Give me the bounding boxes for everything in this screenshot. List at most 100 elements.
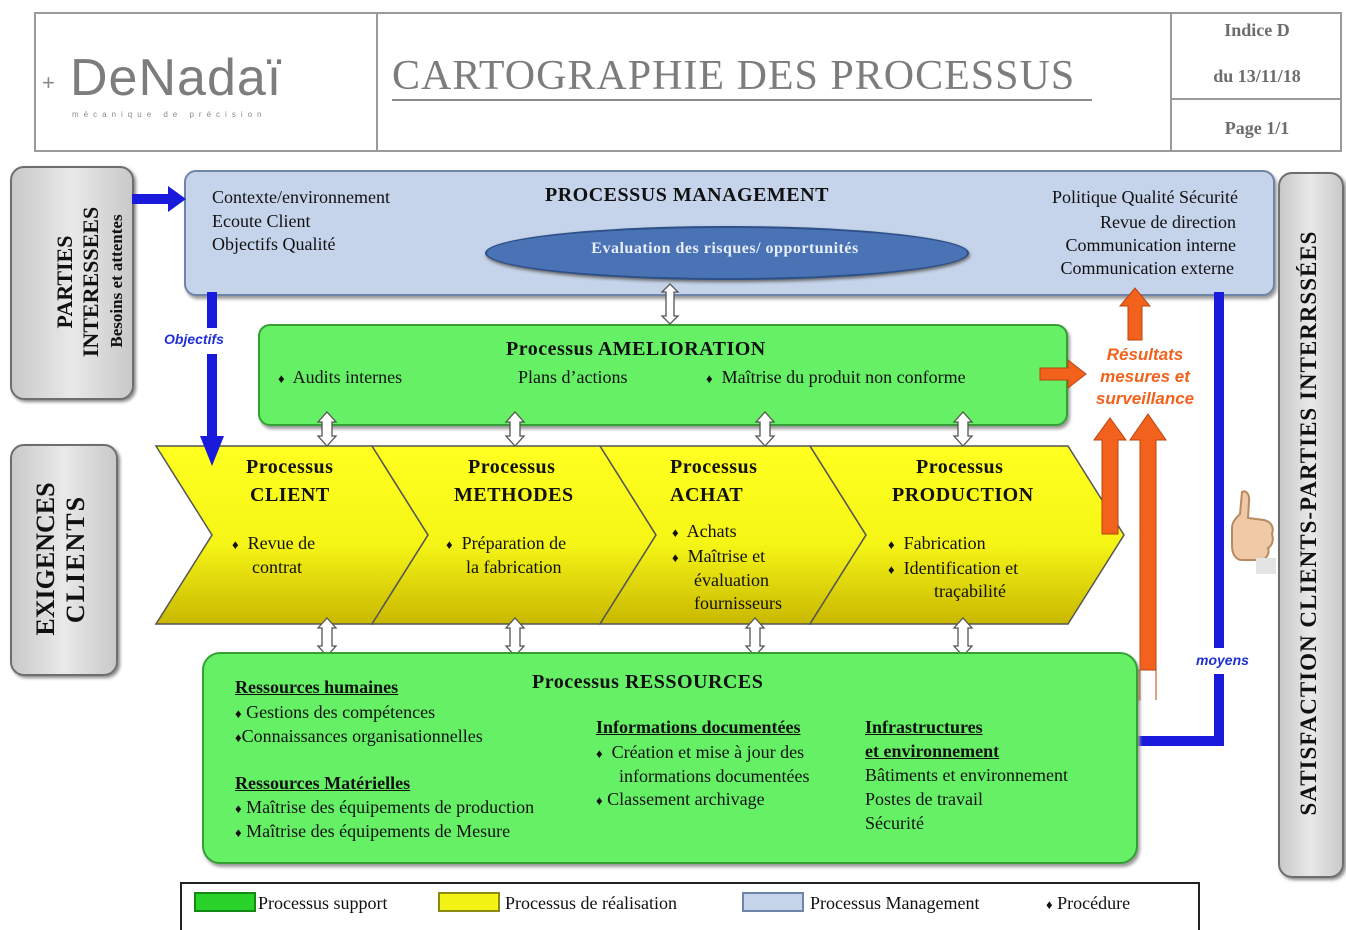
methodes-item-1: ♦ Préparation de [446,532,566,556]
amelioration-process-box [258,324,1068,426]
amelioration-item-2: Plans d’actions [518,367,628,387]
infra-title-1: Infrastructures [865,717,983,737]
mgmt-right-item-4: Communication externe [1060,258,1234,278]
methodes-item-2: la fabrication [466,557,562,577]
document-date: du 13/11/18 [1213,66,1301,86]
methodes-title-2: METHODES [454,484,574,506]
legend-swatch-realisation [438,892,500,912]
achat-item-2: ♦ Maîtrise et [672,545,765,569]
resultats-line-3: surveillance [1095,389,1195,408]
methodes-item-1-text: Préparation de [461,533,567,553]
achat-item-4: fournisseurs [694,593,782,613]
satisfaction-box [1278,172,1344,878]
bullet-icon: ♦ [278,371,285,386]
ressources-process-box [202,652,1138,864]
methodes-title-1: Processus [468,456,556,478]
client-item-1: ♦ Revue de [232,532,315,556]
bullet-icon: ♦ [235,801,242,816]
legend-management-label: Processus Management [810,893,980,913]
achat-item-1: ♦ Achats [672,520,737,544]
resultats-line-2: mesures et [1100,367,1190,386]
title-underline [392,99,1092,101]
client-item-1-text: Revue de [247,533,316,553]
mgmt-right-item-2: Revue de direction [1100,212,1236,232]
production-item-3: traçabilité [934,581,1006,601]
bullet-icon: ♦ [446,537,453,552]
bullet-icon: ♦ [235,706,242,721]
achat-item-1-text: Achats [686,521,737,541]
bullet-icon: ♦ [706,371,713,386]
logo-plus: + [42,70,55,95]
mgmt-left-item-2: Ecoute Client [212,211,311,231]
rh-item-1-text: Gestions des compétences [246,702,436,722]
achat-item-3: évaluation [694,570,769,590]
legend-realisation-label: Processus de réalisation [505,893,677,913]
rm-item-1: ♦ Maîtrise des équipements de production [235,796,534,820]
bullet-icon: ♦ [232,537,239,552]
amelioration-item-1: ♦ Audits internes [278,366,402,390]
rh-title: Ressources humaines [235,677,399,697]
infra-item-1: Bâtiments et environnement [865,765,1068,785]
info-item-1-text: Création et mise à jour des [611,742,805,762]
document-index: Indice D [1224,20,1290,40]
realisation-chevrons [154,445,1125,625]
thumbs-up-icon [1231,490,1276,574]
info-item-2: ♦ Classement archivage [596,788,765,812]
page-number: Page 1/1 [1224,118,1290,138]
infra-item-3: Sécurité [865,813,924,833]
rm-title: Ressources Matérielles [235,773,411,793]
moyens-label: moyens [1196,652,1249,668]
rm-item-2: ♦ Maîtrise des équipements de Mesure [235,820,510,844]
double-arrows [316,283,974,657]
info-item-1: ♦ Création et mise à jour des [596,741,804,765]
bullet-icon: ♦ [596,793,603,808]
infra-title-2: et environnement [865,741,1000,761]
amelioration-item-3-text: Maîtrise du produit non conforme [721,367,966,387]
bullet-icon: ♦ [672,525,679,540]
bullet-icon: ♦ [888,562,895,577]
mgmt-left-item-3: Objectifs Qualité [212,234,336,254]
bullet-icon: ♦ [596,746,603,761]
legend-swatch-management [742,892,804,912]
mgmt-right-item-1: Politique Qualité Sécurité [1052,187,1238,207]
achat-title-1: Processus [670,456,758,478]
parties-interessees-box [10,166,134,400]
company-logo: DeNadaï [70,49,283,107]
mgmt-right-item-3: Communication interne [1065,235,1236,255]
client-item-2: contrat [252,557,302,577]
page-title: CARTOGRAPHIE DES PROCESSUS [392,53,1076,99]
rh-item-1: ♦ Gestions des compétences [235,701,435,725]
production-title-1: Processus [916,456,1004,478]
management-title: PROCESSUS MANAGEMENT [545,184,829,206]
bullet-icon: ♦ [235,730,242,745]
resultats-label: Résultats mesures et surveillance [1080,344,1210,410]
ressources-title: Processus RESSOURCES [532,671,764,693]
rh-item-2-text: Connaissances organisationnelles [241,726,483,746]
infra-item-2: Postes de travail [865,789,983,809]
production-item-1-text: Fabrication [903,533,986,553]
legend-support-label: Processus support [258,893,388,913]
exigences-clients-box [10,444,118,676]
achat-item-2-text: Maîtrise et [687,546,766,566]
bullet-icon: ♦ [888,537,895,552]
production-title-2: PRODUCTION [892,484,1034,506]
legend-box [180,882,1200,930]
production-item-2-text: Identification et [903,558,1019,578]
production-item-1: ♦ Fabrication [888,532,986,556]
mgmt-left-item-1: Contexte/environnement [212,187,390,207]
logo-tagline: mécanique de précision [72,110,267,119]
achat-title-2: ACHAT [670,484,744,506]
objectifs-label: Objectifs [164,331,224,347]
legend-swatch-support [194,892,256,912]
bullet-icon: ♦ [672,550,679,565]
info-title: Informations documentées [596,717,801,737]
info-item-2-text: Classement archivage [607,789,765,809]
arrow-parties-to-mgmt [132,186,186,212]
risk-evaluation-label: Evaluation des risques/ opportunités [591,240,859,257]
client-title-1: Processus [246,456,334,478]
client-title-2: CLIENT [250,484,330,506]
amelioration-item-1-text: Audits internes [292,367,403,387]
resultats-line-1: Résultats [1106,345,1184,364]
chevron-production [808,445,1125,625]
